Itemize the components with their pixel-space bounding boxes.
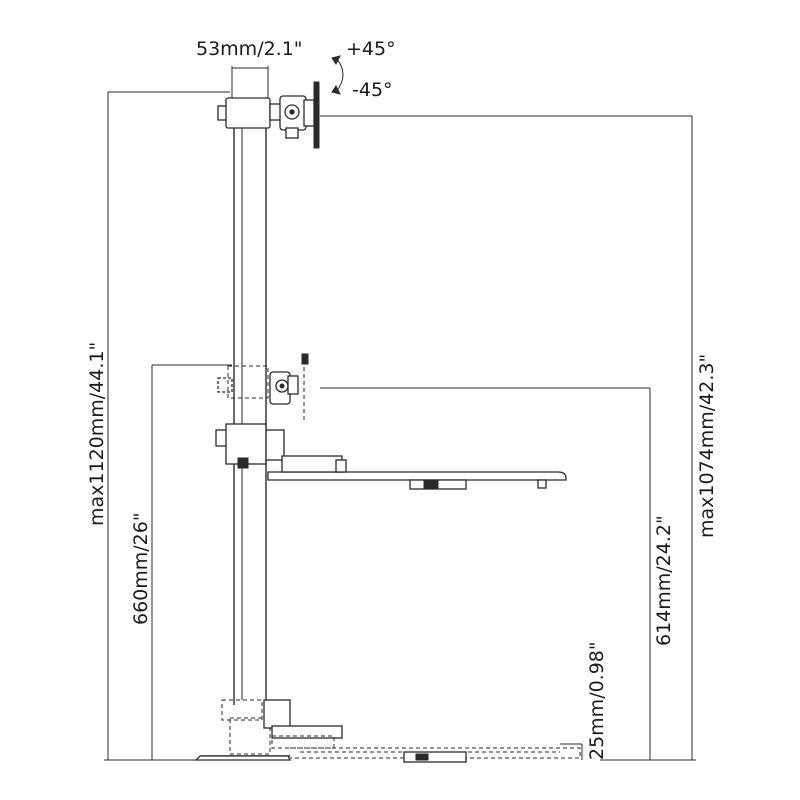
tilt-down-label: -45° xyxy=(352,79,393,101)
keyboard-tray-shelf xyxy=(267,455,567,490)
top-monitor-mount xyxy=(217,81,320,149)
max-monitor-height-label: max1074mm/42.3" xyxy=(696,354,718,538)
pole-width-label: 53mm/2.1" xyxy=(196,38,303,60)
base-thickness-label: 25mm/0.98" xyxy=(586,641,608,760)
keyboard-tray-clamp xyxy=(215,423,285,469)
tilt-arrow xyxy=(331,55,344,95)
tray-height-label: 660mm/26" xyxy=(130,512,152,625)
stand-base xyxy=(194,699,581,763)
vertical-pole xyxy=(233,98,267,705)
max-total-height-label: max1120mm/44.1" xyxy=(86,342,108,526)
lower-monitor-mount xyxy=(217,353,309,420)
dimension-lines xyxy=(104,66,696,761)
keyboard-height-label: 614mm/24.2" xyxy=(653,515,675,646)
tilt-up-label: +45° xyxy=(346,38,396,60)
